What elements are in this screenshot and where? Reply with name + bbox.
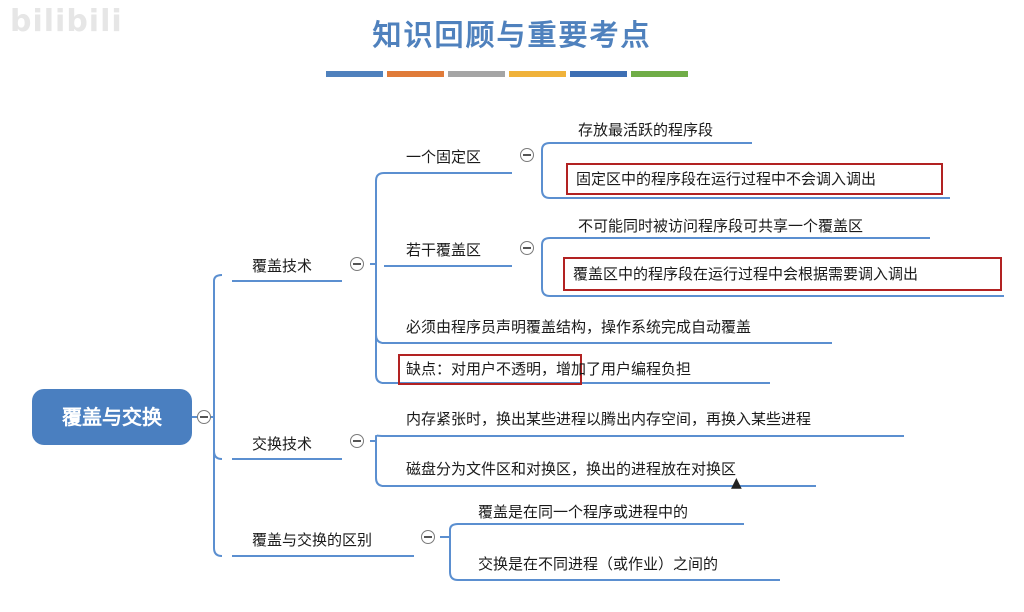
title-color-bars	[326, 71, 692, 77]
page-title: 知识回顾与重要考点	[372, 18, 652, 52]
collapse-diff-icon[interactable]	[421, 530, 435, 544]
collapse-swap-icon[interactable]	[350, 434, 364, 448]
title-color-bar-3	[448, 71, 505, 77]
node-diff-item-1[interactable]: 覆盖是在同一个程序或进程中的	[478, 503, 689, 521]
node-swap-item-1[interactable]: 内存紧张时，换出某些进程以腾出内存空间，再换入某些进程	[406, 410, 812, 428]
node-diff-item-2[interactable]: 交换是在不同进程（或作业）之间的	[478, 555, 719, 573]
collapse-overlay-icon[interactable]	[350, 257, 364, 271]
title-color-bar-1	[326, 71, 383, 77]
connector-root-trunk	[213, 274, 223, 557]
connector-fixed-trunk	[541, 142, 551, 199]
connector-root-swap	[213, 450, 223, 460]
node-fixed-item-1[interactable]: 存放最活跃的程序段	[578, 121, 714, 139]
collapse-fixed-area-icon[interactable]	[520, 148, 534, 162]
connector-overlay-declare	[375, 334, 385, 344]
node-fixed-area[interactable]: 一个固定区	[406, 148, 482, 166]
title-color-bar-5	[570, 71, 627, 77]
connector-diff-trunk	[449, 523, 459, 581]
node-overlay-technique[interactable]: 覆盖技术	[252, 257, 313, 275]
node-overlay-swap-difference[interactable]: 覆盖与交换的区别	[252, 531, 373, 549]
node-fixed-item-2[interactable]: 固定区中的程序段在运行过程中不会调入调出	[576, 170, 877, 188]
node-drawback[interactable]: 缺点：对用户不透明，增加了用户编程负担	[406, 360, 692, 378]
highlight-box-overlay-area-item-2	[563, 257, 1002, 291]
node-overlay-area-item-1[interactable]: 不可能同时被访问程序段可共享一个覆盖区	[578, 217, 864, 235]
root-node[interactable]: 覆盖与交换	[32, 389, 192, 445]
title-color-bar-2	[387, 71, 444, 77]
title-color-bar-4	[509, 71, 566, 77]
highlight-box-drawback	[398, 354, 582, 385]
node-swap-technique[interactable]: 交换技术	[252, 435, 313, 453]
node-declare-structure[interactable]: 必须由程序员声明覆盖结构，操作系统完成自动覆盖	[406, 318, 752, 336]
title-color-bar-6	[631, 71, 688, 77]
connector-swap-trunk	[375, 434, 385, 487]
node-swap-item-2[interactable]: 磁盘分为文件区和对换区，换出的进程放在对换区	[406, 460, 737, 478]
collapse-overlay-areas-icon[interactable]	[520, 241, 534, 255]
connector-overlay-trunk	[375, 172, 385, 384]
watermark-logo: bilibili	[10, 4, 123, 39]
node-overlay-areas[interactable]: 若干覆盖区	[406, 241, 482, 259]
collapse-root-icon[interactable]	[197, 410, 211, 424]
connector-overlay-areas-trunk	[541, 237, 551, 297]
highlight-box-fixed-item-2	[566, 163, 943, 195]
mouse-cursor-icon: ▲	[731, 475, 742, 491]
node-overlay-area-item-2[interactable]: 覆盖区中的程序段在运行过程中会根据需要调入调出	[573, 265, 919, 283]
